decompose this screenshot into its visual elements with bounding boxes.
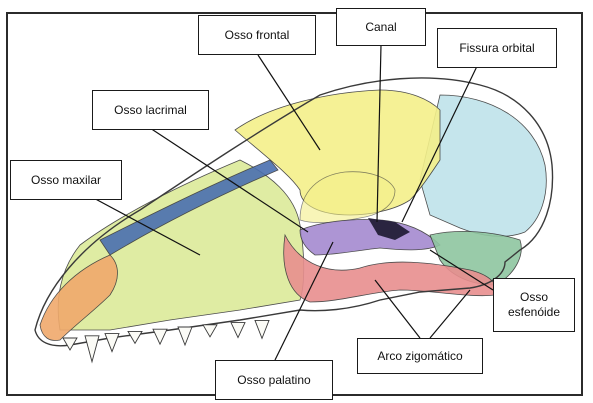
label-arco-zigomatico: Arco zigomático bbox=[357, 338, 483, 374]
palatino-region bbox=[300, 219, 440, 255]
tooth bbox=[255, 320, 269, 338]
tooth bbox=[128, 331, 142, 343]
label-osso-frontal: Osso frontal bbox=[198, 15, 316, 55]
label-canal: Canal bbox=[336, 8, 426, 46]
leader-zigomatico-b bbox=[430, 290, 470, 338]
label-osso-lacrimal: Osso lacrimal bbox=[92, 90, 209, 130]
label-osso-esfenoide: Osso esfenóide bbox=[493, 278, 575, 332]
tooth bbox=[153, 329, 167, 344]
tooth bbox=[203, 325, 217, 337]
tooth bbox=[85, 336, 99, 362]
tooth bbox=[105, 334, 119, 352]
label-fissura-orbital: Fissura orbital bbox=[437, 28, 557, 68]
label-osso-palatino: Osso palatino bbox=[215, 360, 333, 400]
label-osso-maxilar: Osso maxilar bbox=[10, 160, 122, 200]
tooth bbox=[178, 327, 192, 345]
tooth bbox=[231, 323, 245, 338]
